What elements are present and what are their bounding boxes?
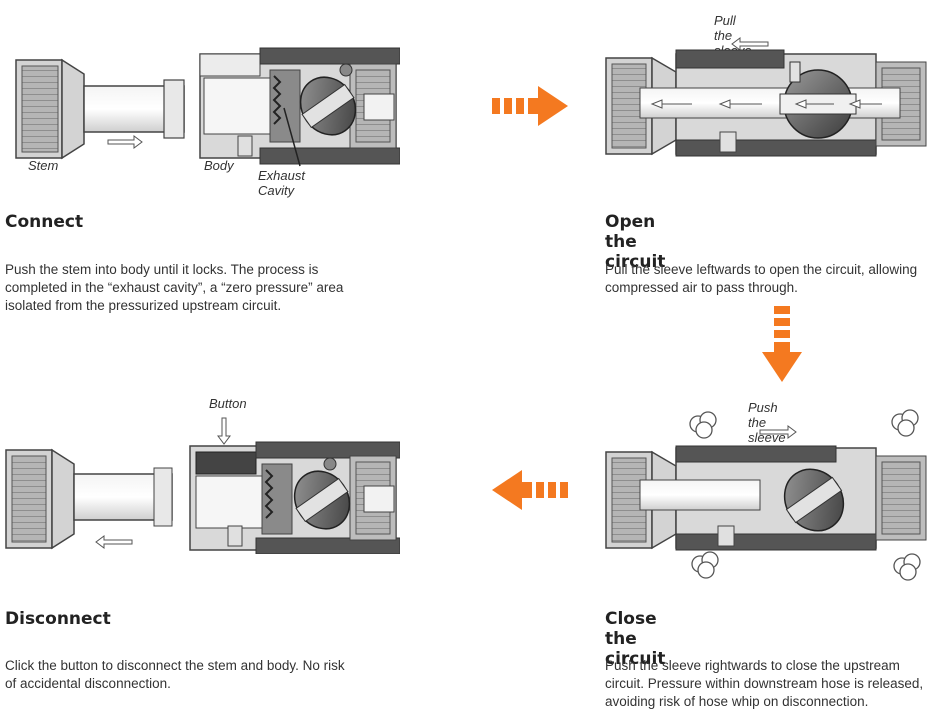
stem-direction-arrow-icon: [107, 135, 143, 149]
button-press-arrow-icon: [217, 417, 231, 445]
step-desc-connect: Push the stem into body until it locks. …: [5, 262, 344, 313]
step-title-connect: Connect: [5, 212, 84, 232]
disconnect-diagram: [5, 417, 400, 554]
close-diagram: [605, 409, 927, 581]
connect-diagram: [15, 47, 400, 167]
coupler-body: [189, 441, 400, 554]
arrow-left-icon: [492, 470, 568, 510]
button-label: Button: [209, 396, 247, 411]
body-label: Body: [204, 158, 234, 173]
exhaust-cavity-label: Exhaust Cavity: [258, 168, 305, 198]
step-title-close: Close the circuit: [605, 609, 666, 669]
sleeve-direction-arrow-icon: [731, 37, 769, 51]
step-title-open: Open the circuit: [605, 212, 666, 272]
pull-sleeve-label: Pull the sleeve: [714, 13, 752, 58]
arrow-down-icon: [762, 306, 802, 382]
sleeve-direction-arrow-icon: [759, 425, 797, 439]
open-diagram: [605, 37, 927, 157]
step-desc-disconnect: Click the button to disconnect the stem …: [5, 658, 345, 691]
step-desc-close: Push the sleeve rightwards to close the …: [605, 658, 924, 709]
stem-direction-arrow-icon: [95, 535, 133, 549]
coupler-body: [199, 47, 400, 165]
step-desc-open: Pull the sleeve leftwards to open the ci…: [605, 262, 918, 295]
step-title-disconnect: Disconnect: [5, 609, 111, 629]
arrow-right-icon: [492, 86, 568, 126]
stem-label: Stem: [28, 158, 59, 173]
exhaust-cloud-icon: [689, 409, 921, 581]
